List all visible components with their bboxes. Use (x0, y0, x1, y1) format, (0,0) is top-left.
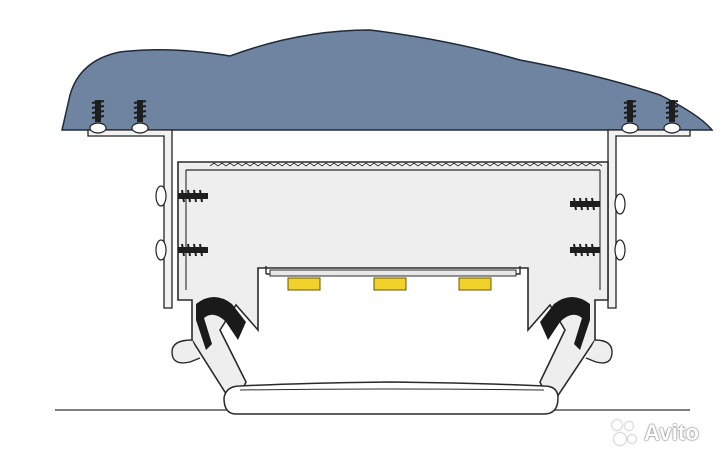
diffuser-inner (239, 388, 545, 391)
mounting-bracket-left (87, 129, 173, 309)
gasket-right (540, 297, 590, 350)
profile-serration (209, 162, 603, 167)
screw-icon (570, 197, 600, 211)
screw-icon (131, 100, 149, 134)
profile-clip-right (585, 339, 613, 364)
screw-icon (178, 189, 208, 203)
screw-icon (621, 100, 639, 134)
washer-icon (155, 185, 626, 261)
profile-clip-left (171, 339, 201, 364)
profile-inner-walls (185, 170, 601, 290)
screw-icon (89, 100, 107, 134)
avito-logo-icon (612, 420, 638, 446)
mounting-bracket-right (607, 129, 691, 309)
screw-icon (570, 243, 600, 257)
watermark-text: Avito (644, 420, 700, 445)
gasket-left (196, 297, 246, 350)
avito-watermark: Avito (612, 416, 712, 450)
screw-icon (178, 243, 208, 257)
ceiling-slab (61, 29, 714, 131)
aluminium-profile (177, 161, 609, 401)
led-chip-icon (458, 277, 492, 291)
led-strip-board (269, 269, 517, 277)
led-chip-icon (373, 277, 407, 291)
screw-icon (663, 100, 681, 134)
diffuser (223, 381, 559, 415)
led-chip-icon (287, 277, 321, 291)
